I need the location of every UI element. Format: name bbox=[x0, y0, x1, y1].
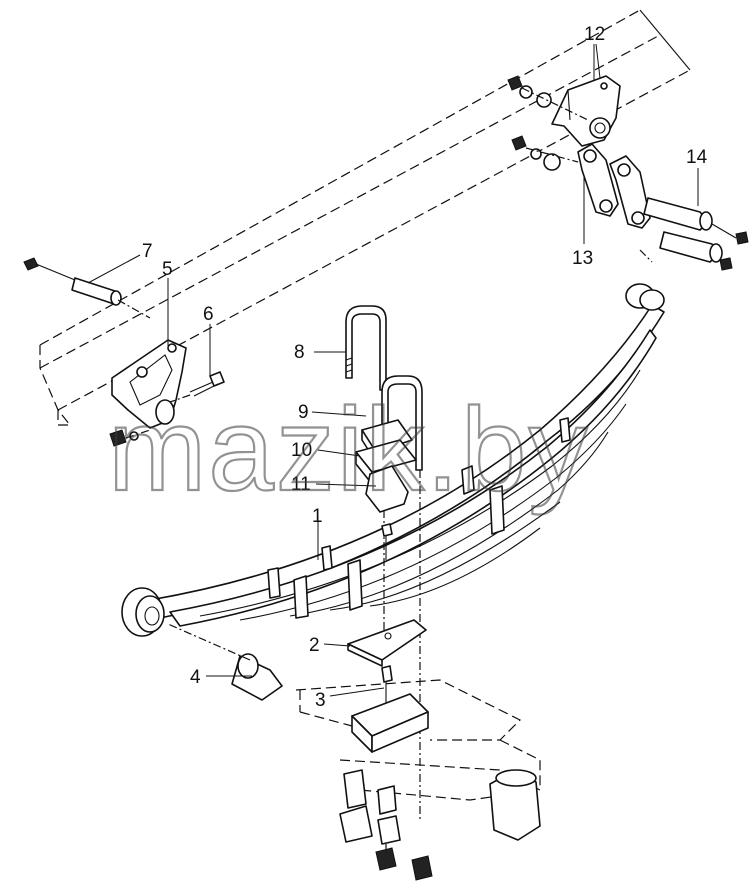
callout-7: 7 bbox=[142, 241, 153, 262]
shackle-plates bbox=[577, 143, 653, 263]
frame-rail bbox=[39, 9, 691, 426]
rear-hanger-bracket bbox=[551, 75, 621, 147]
callout-9: 9 bbox=[298, 402, 309, 423]
callout-1: 1 bbox=[312, 506, 323, 527]
center-bolt bbox=[381, 523, 393, 560]
front-spring-pin bbox=[23, 257, 151, 319]
lower-spring-plate bbox=[347, 619, 427, 667]
front-hanger-bracket bbox=[111, 339, 187, 429]
axle-seat-block bbox=[351, 693, 429, 753]
callout-13: 13 bbox=[572, 248, 593, 269]
callout-10: 10 bbox=[291, 440, 312, 461]
callout-6: 6 bbox=[203, 304, 214, 325]
rear-lower-hardware bbox=[511, 135, 579, 171]
callout-5: 5 bbox=[162, 259, 173, 280]
callout-2: 2 bbox=[309, 635, 320, 656]
callout-3: 3 bbox=[315, 690, 326, 711]
callout-4: 4 bbox=[190, 667, 201, 688]
bracket-bolt bbox=[169, 371, 225, 403]
center-bolt-lower bbox=[381, 665, 393, 718]
front-bushing bbox=[167, 623, 283, 701]
callout-11: 11 bbox=[291, 474, 311, 495]
axle-spacer-stack bbox=[355, 419, 417, 513]
leader-lines bbox=[87, 43, 699, 697]
axle-housing bbox=[295, 679, 542, 841]
callout-labels: 1 2 3 4 5 6 7 8 9 10 11 12 13 14 bbox=[142, 24, 708, 711]
lower-nuts bbox=[339, 769, 433, 881]
front-nut bbox=[109, 429, 151, 447]
callout-12: 12 bbox=[584, 24, 605, 45]
callout-8: 8 bbox=[294, 342, 305, 363]
watermark: mazik.by bbox=[108, 384, 590, 516]
shackle-pins bbox=[643, 197, 749, 271]
rear-upper-hardware bbox=[507, 75, 589, 121]
callout-14: 14 bbox=[686, 147, 708, 168]
leaf-spring-assembly bbox=[121, 283, 665, 637]
